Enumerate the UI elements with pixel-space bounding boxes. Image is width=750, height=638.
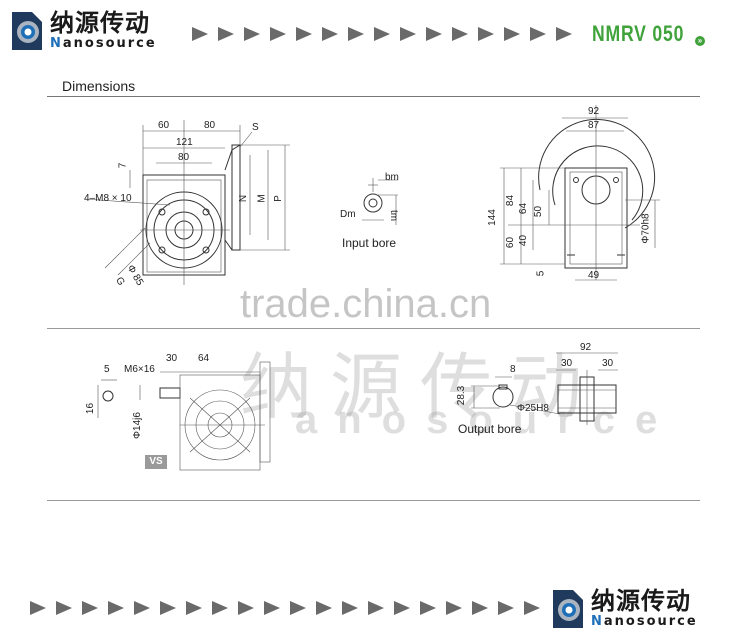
input-bore-label: Input bore [342, 236, 397, 250]
brand-cn: 纳源传动 [50, 8, 150, 37]
arrow-right-icon [134, 601, 150, 615]
brand-cn: 纳源传动 [591, 586, 691, 615]
arrow-right-icon [420, 601, 436, 615]
gear-logo-icon [553, 588, 583, 628]
dim-S: S [252, 122, 259, 133]
arrow-right-icon [452, 27, 468, 41]
divider-middle [47, 328, 700, 329]
dim-64-vs: 64 [198, 353, 210, 364]
arrow-right-icon [244, 27, 260, 41]
dim-80: 80 [178, 152, 190, 163]
arrow-right-icon [478, 27, 494, 41]
dim-key-8: 8 [510, 364, 516, 375]
dim-80-top: 80 [204, 120, 216, 131]
dim-phi25h8: Φ25H8 [517, 403, 549, 414]
arrow-right-icon [524, 601, 540, 615]
dim-92-shaft: 92 [580, 342, 592, 353]
arrow-right-icon [270, 27, 286, 41]
arrow-right-icon [264, 601, 280, 615]
header-arrow-row [192, 27, 582, 41]
arrow-right-icon [498, 601, 514, 615]
chevron-right-icon: » [695, 36, 705, 46]
arrow-right-icon [108, 601, 124, 615]
arrow-right-icon [186, 601, 202, 615]
section-title: Dimensions [62, 78, 136, 94]
arrow-right-icon [472, 601, 488, 615]
arrow-right-icon [296, 27, 312, 41]
arrow-right-icon [374, 27, 390, 41]
brand-en: Nanosource [591, 613, 698, 629]
arrow-right-icon [218, 27, 234, 41]
header-logo: 纳源传动 Nanosource [12, 10, 157, 50]
bolt-spec: 4–M8 × 10 [84, 193, 132, 204]
dim-60: 60 [158, 120, 170, 131]
dim-87: 87 [588, 120, 600, 131]
divider-top [47, 96, 700, 97]
gear-logo-icon [12, 10, 42, 50]
brand-en: Nanosource [50, 35, 157, 51]
dim-30-left: 30 [561, 358, 573, 369]
arrow-right-icon [400, 27, 416, 41]
arrow-right-icon [316, 601, 332, 615]
vs-badge: VS [145, 455, 167, 469]
dim-49: 49 [588, 270, 600, 281]
dim-92-side: 92 [588, 106, 600, 117]
dim-30-vs: 30 [166, 353, 178, 364]
arrow-right-icon [368, 601, 384, 615]
arrow-right-icon [192, 27, 208, 41]
thread-spec: M6×16 [124, 364, 155, 375]
dim-Dm: Dm [340, 209, 356, 220]
arrow-right-icon [30, 601, 46, 615]
dim-30-right: 30 [602, 358, 614, 369]
dim-121: 121 [176, 137, 193, 148]
arrow-right-icon [504, 27, 520, 41]
divider-bottom [47, 500, 700, 501]
arrow-right-icon [342, 601, 358, 615]
output-bore-label: Output bore [458, 422, 522, 436]
arrow-right-icon [160, 601, 176, 615]
footer-logo: 纳源传动 Nanosource [553, 588, 698, 628]
arrow-right-icon [348, 27, 364, 41]
dim-28-3: 28.3 [456, 385, 468, 406]
arrow-right-icon [556, 27, 572, 41]
dim-bm: bm [385, 172, 399, 183]
arrow-right-icon [212, 601, 228, 615]
arrow-right-icon [426, 27, 442, 41]
footer-arrow-row [30, 601, 550, 615]
arrow-right-icon [446, 601, 462, 615]
model-title: NMRV 050 [592, 21, 685, 46]
arrow-right-icon [290, 601, 306, 615]
arrow-right-icon [322, 27, 338, 41]
arrow-right-icon [56, 601, 72, 615]
arrow-right-icon [238, 601, 254, 615]
arrow-right-icon [394, 601, 410, 615]
arrow-right-icon [530, 27, 546, 41]
dim-5-key: 5 [104, 364, 110, 375]
arrow-right-icon [82, 601, 98, 615]
